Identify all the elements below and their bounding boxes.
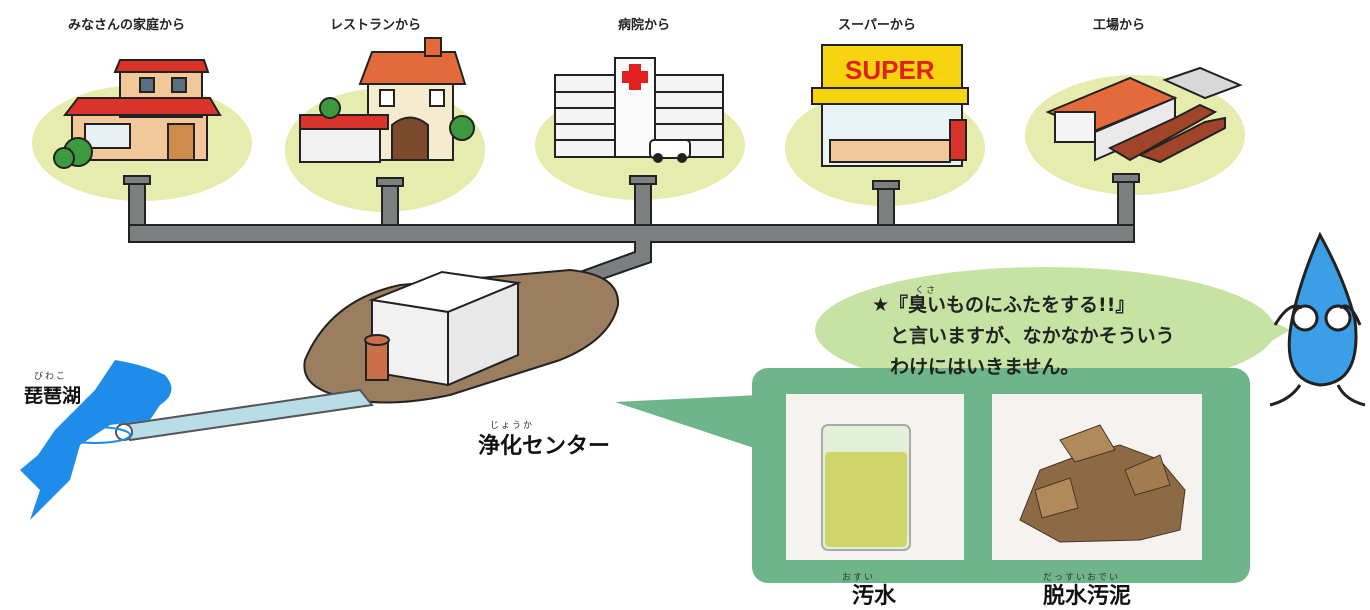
treatment-plant-illustration <box>303 268 620 404</box>
source-label-hospitals: 病院から <box>618 18 671 33</box>
dewatered-sludge-pile <box>1019 424 1186 543</box>
bubble-line-3: わけにはいきません。 <box>890 356 1080 378</box>
photo-caption-ruby-sludge: だっすいおでい <box>1043 573 1121 583</box>
lake-label: 琵琶湖 <box>24 385 82 407</box>
source-label-factories: 工場から <box>1093 18 1146 33</box>
lake-label-ruby: びわこ <box>34 372 68 382</box>
supermarket-illustration <box>811 44 969 167</box>
restaurant-illustration <box>299 37 475 163</box>
bubble-line-2: と言いますが、なかなかそういう <box>890 325 1175 347</box>
lake-biwa-shape <box>20 360 172 520</box>
house-illustration <box>53 59 222 169</box>
photo-caption-wastewater: 汚水 <box>852 584 897 609</box>
bubble-quote: 『臭いものにふたをする!!』 <box>889 294 1135 316</box>
source-label-homes: みなさんの家庭から <box>68 18 186 33</box>
factory-illustration <box>1045 66 1243 164</box>
bubble-line-1: ★『臭いものにふたをする!!』 <box>872 290 1134 321</box>
plant-label: 浄化センター <box>478 434 611 459</box>
pipe-caps <box>123 173 1140 190</box>
photo-caption-sludge: 脱水汚泥 <box>1043 584 1132 609</box>
speech-bubble-shape <box>815 267 1290 393</box>
bubble-star: ★ <box>872 294 890 316</box>
plant-label-ruby: じょうか <box>490 421 535 431</box>
source-label-supermarkets: スーパーから <box>838 18 916 33</box>
photo-caption-ruby-wastewater: おすい <box>842 573 876 583</box>
wastewater-beaker <box>821 424 911 551</box>
outflow-pipe <box>115 388 374 442</box>
hospital-illustration <box>554 57 724 163</box>
supermarket-sign: SUPER <box>845 55 935 85</box>
bubble-ruby: くさ <box>915 286 938 296</box>
source-label-restaurants: レストランから <box>330 18 422 33</box>
water-drop-mascot <box>1269 231 1366 407</box>
